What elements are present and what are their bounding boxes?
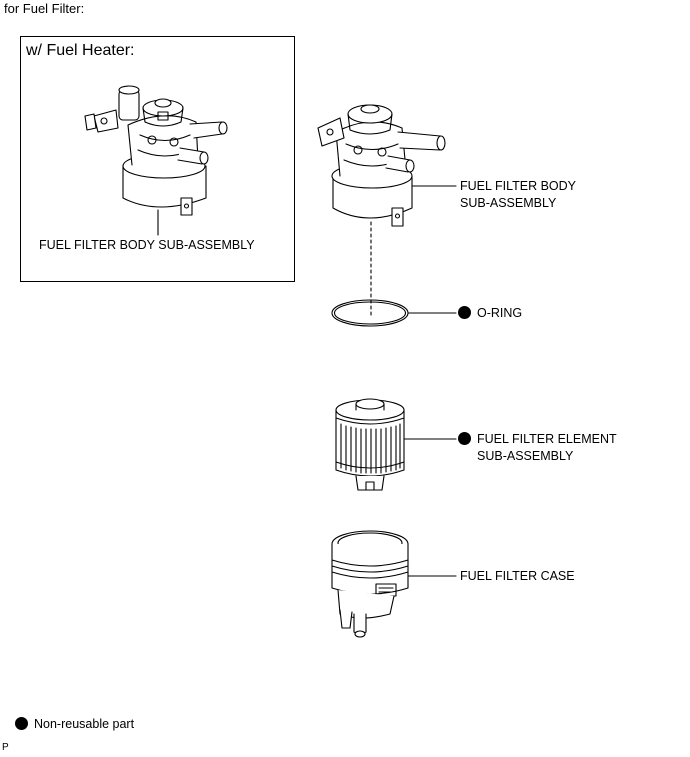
filter-body-illustration	[317, 104, 457, 317]
label-fuel-filter-element-line1: FUEL FILTER ELEMENT	[477, 432, 617, 446]
fuel-heater-inset-box	[20, 36, 295, 282]
legend: Non-reusable part	[15, 716, 134, 733]
label-fuel-filter-element-line2: SUB-ASSEMBLY	[477, 449, 574, 463]
label-fuel-filter-body-line2: SUB-ASSEMBLY	[460, 196, 557, 210]
footer-code: P	[2, 742, 9, 753]
inset-part-label: FUEL FILTER BODY SUB-ASSEMBLY	[39, 238, 255, 252]
label-fuel-filter-element: FUEL FILTER ELEMENT SUB-ASSEMBLY	[458, 431, 617, 465]
legend-text: Non-reusable part	[34, 717, 135, 731]
non-reusable-dot-icon	[15, 717, 28, 730]
label-fuel-filter-case: FUEL FILTER CASE	[460, 569, 575, 583]
inset-title: w/ Fuel Heater:	[26, 42, 135, 59]
o-ring-illustration	[331, 299, 457, 327]
label-fuel-filter-body-line1: FUEL FILTER BODY	[460, 179, 576, 193]
filter-case-illustration	[331, 530, 457, 638]
filter-element-illustration	[335, 398, 457, 491]
label-o-ring-text: O-RING	[477, 306, 523, 320]
label-o-ring: O-RING	[458, 305, 522, 322]
page-header: for Fuel Filter:	[4, 1, 85, 16]
non-reusable-dot-icon	[458, 432, 471, 445]
inset-filter-body-illustration	[84, 85, 228, 236]
label-fuel-filter-body: FUEL FILTER BODY SUB-ASSEMBLY	[460, 178, 576, 212]
non-reusable-dot-icon	[458, 306, 471, 319]
